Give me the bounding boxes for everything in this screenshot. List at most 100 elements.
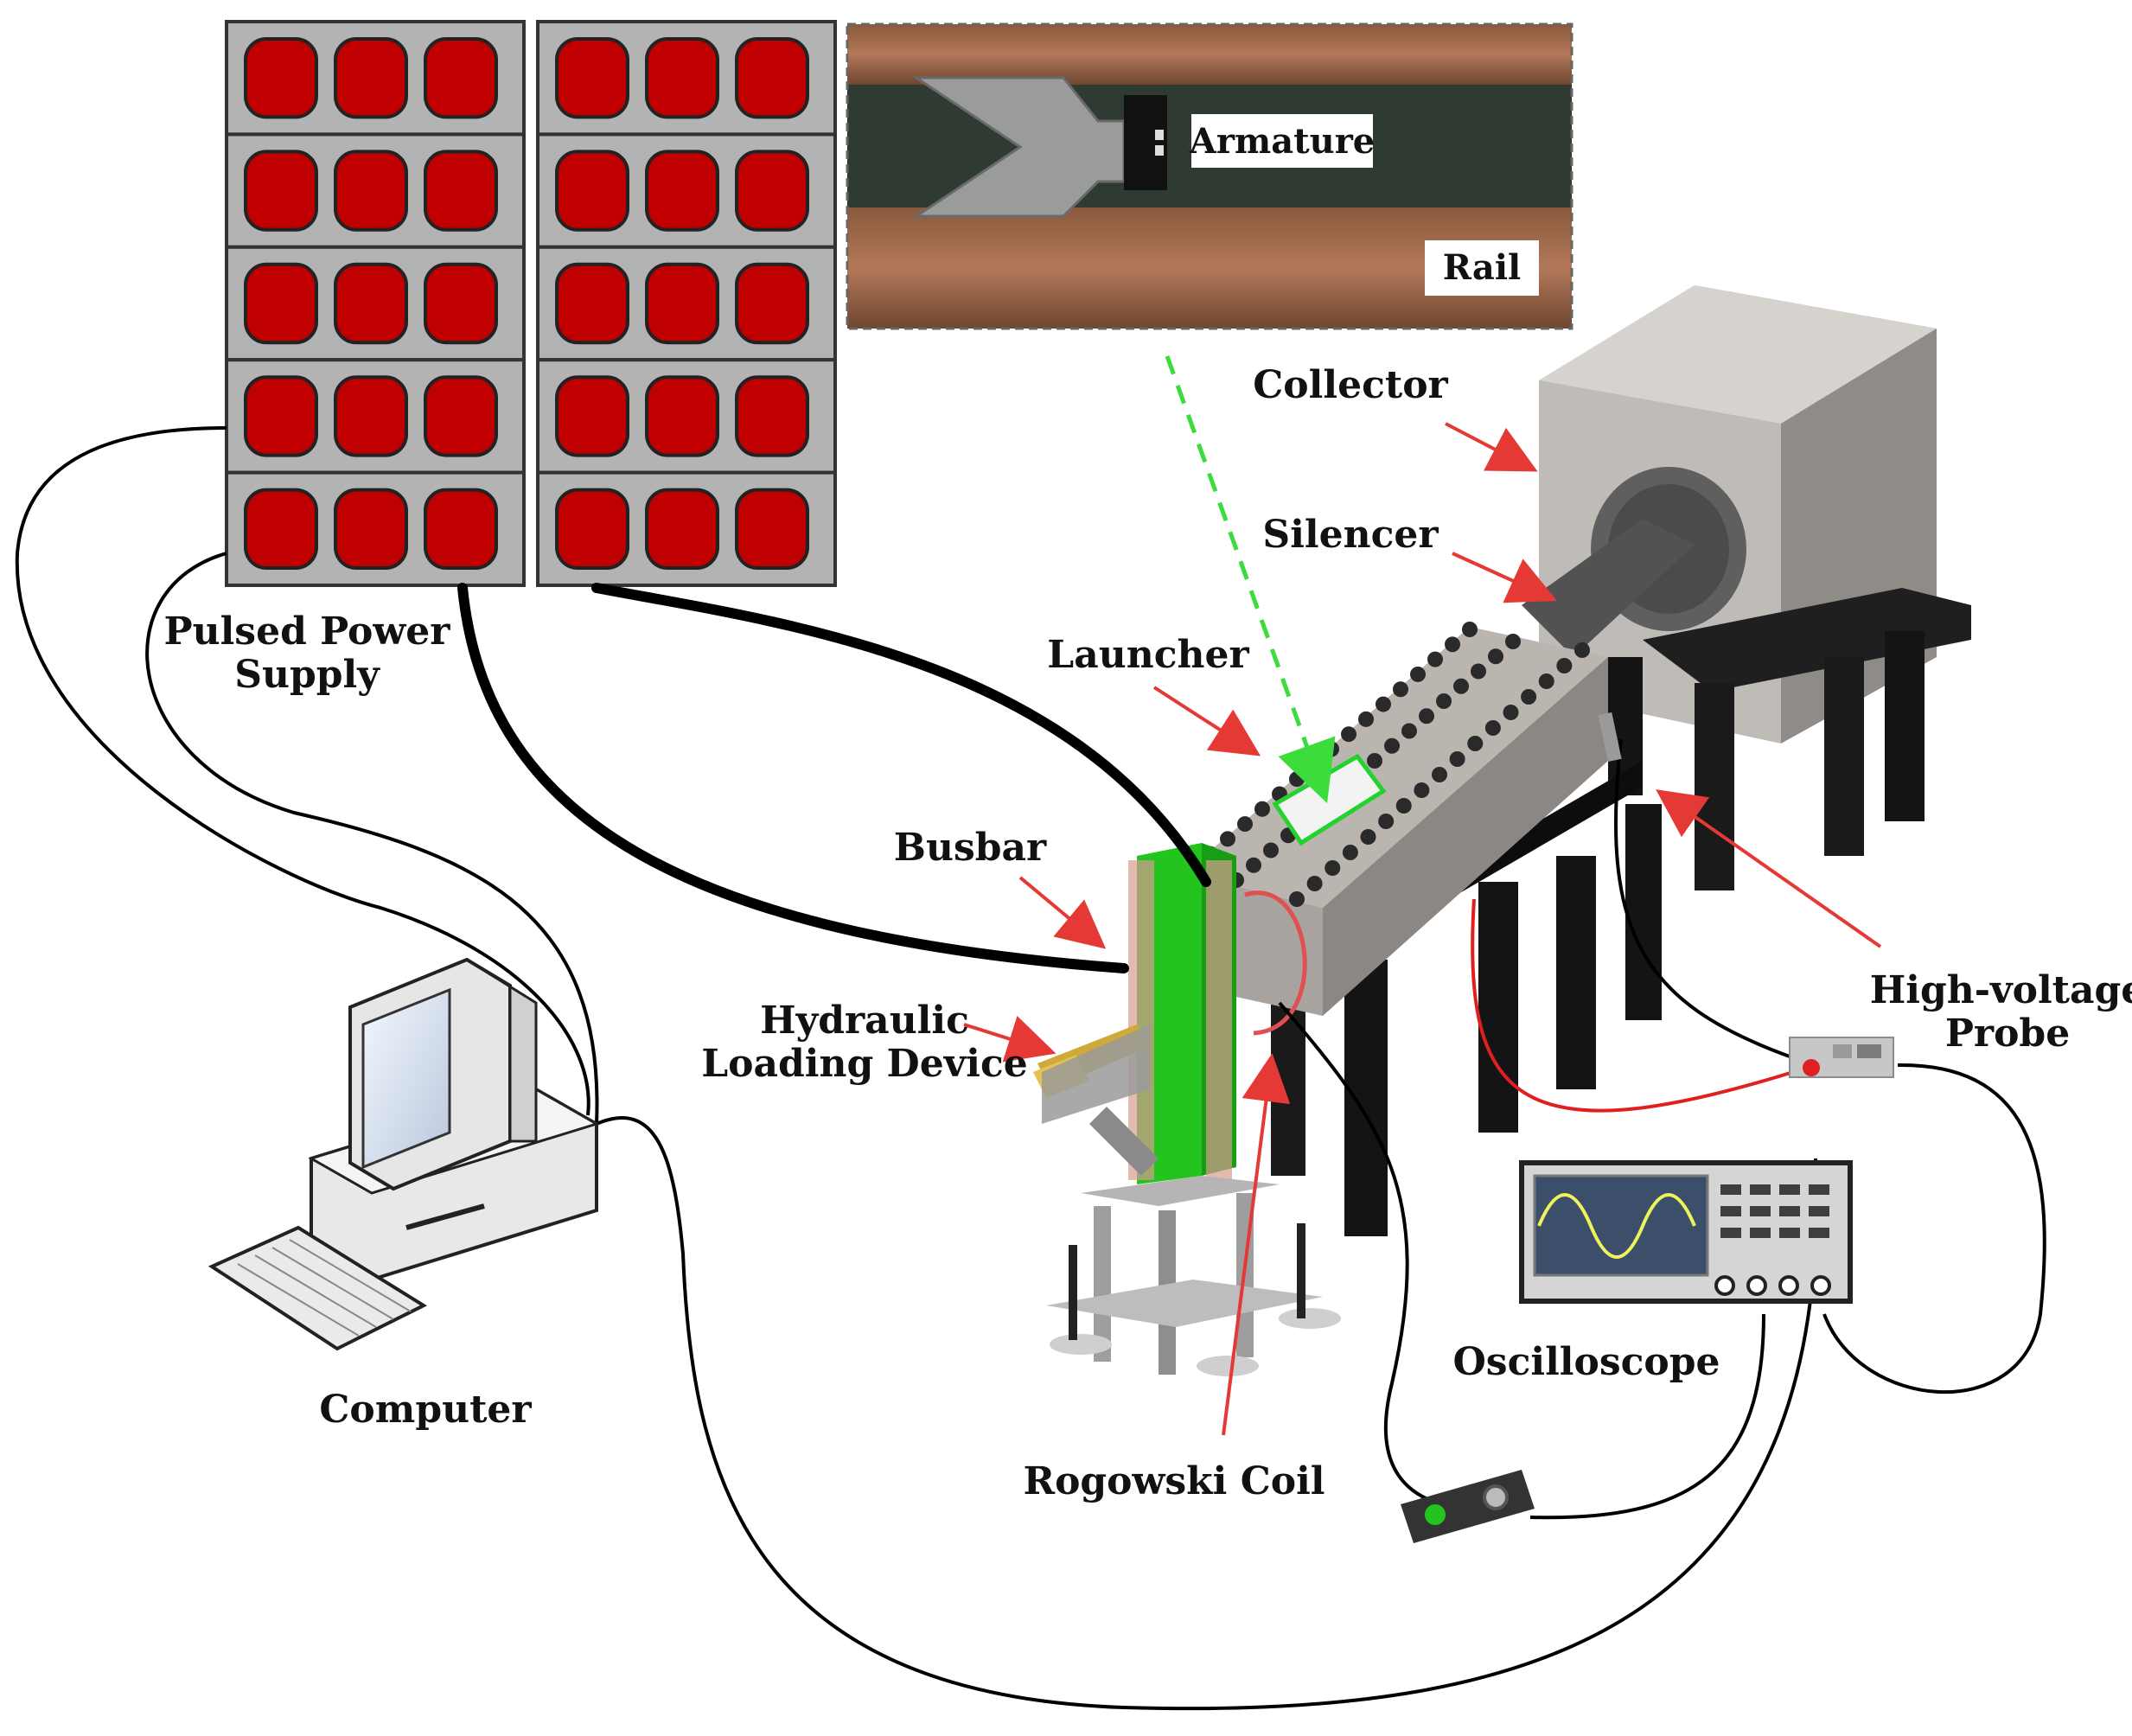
capacitor-cell-icon	[424, 37, 498, 119]
pointer-arrows	[963, 422, 1882, 1436]
label-hv-probe-line1: High-voltage	[1870, 968, 2132, 1012]
hydraulic-loading-device	[1033, 1024, 1159, 1176]
capacitor-cell-icon	[424, 150, 498, 232]
bolt-icon	[1367, 753, 1382, 769]
capacitor-cell-icon	[555, 150, 629, 232]
label-collector: Collector	[1253, 363, 1448, 407]
capacitor-cell-icon	[645, 37, 719, 119]
capacitor-cell-icon	[735, 375, 809, 457]
bolt-icon	[1538, 673, 1554, 689]
capacitor-cell-icon	[735, 488, 809, 570]
bolt-icon	[1401, 723, 1417, 739]
label-silencer: Silencer	[1262, 513, 1439, 557]
oscilloscope-buttons	[1720, 1184, 1829, 1238]
capacitor-cell-icon	[555, 262, 629, 345]
bolt-icon	[1471, 663, 1486, 680]
capacitor-cell-icon	[424, 375, 498, 457]
rogowski-coil-loop	[1244, 890, 1307, 1036]
bolt-icon	[1378, 814, 1395, 829]
labels: Collector Silencer Launcher Busbar Hydra…	[164, 363, 2132, 1503]
capacitor-cell-icon	[244, 375, 318, 457]
capacitor-cell-icon	[244, 262, 318, 345]
bolt-icon	[1574, 642, 1590, 658]
loading-stand	[1046, 1176, 1341, 1376]
capacitor-cell-icon	[424, 488, 498, 570]
bolt-icon	[1521, 689, 1537, 705]
bolt-icon	[1360, 829, 1376, 845]
bolt-icon	[1289, 771, 1305, 788]
label-hydraulic-line1: Hydraulic	[760, 999, 969, 1043]
capacitor-cell-icon	[555, 37, 629, 119]
bolt-icon	[1342, 845, 1358, 860]
label-launcher: Launcher	[1047, 633, 1249, 677]
pulsed-power-supply	[225, 20, 837, 587]
silencer	[1522, 467, 1746, 657]
capacitor-cell-icon	[735, 150, 809, 232]
capacitor-cell-icon	[555, 375, 629, 457]
capacitor-cell-icon	[735, 37, 809, 119]
bolt-icon	[1505, 634, 1521, 649]
capacitor-cell-icon	[244, 150, 318, 232]
bolt-icon	[1341, 726, 1356, 743]
arrow-rogowski	[1222, 1053, 1291, 1436]
bolt-icon	[1325, 860, 1341, 876]
bolt-icon	[1289, 891, 1305, 907]
oscilloscope-icon	[1519, 1160, 1853, 1304]
bolt-icon	[1503, 705, 1519, 720]
label-rogowski-coil: Rogowski Coil	[1024, 1459, 1325, 1503]
capacitor-cell-icon	[555, 488, 629, 570]
bolt-icon	[1462, 622, 1478, 637]
label-computer: Computer	[319, 1388, 532, 1432]
busbar	[1128, 843, 1236, 1184]
detail-pointer-dashed	[1165, 355, 1336, 804]
label-armature: Armature	[1189, 121, 1375, 162]
capacitor-cell-icon	[244, 488, 318, 570]
arrow-hv-probe	[1656, 789, 1882, 948]
label-busbar: Busbar	[894, 826, 1047, 870]
bolt-icon	[1427, 651, 1443, 667]
capacitor-cell-icon	[334, 37, 408, 119]
capacitor-cell-icon	[334, 375, 408, 457]
arrow-silencer	[1452, 552, 1557, 603]
bolt-icon	[1306, 876, 1323, 891]
bolt-icon	[1414, 782, 1430, 798]
capacitor-cell-icon	[424, 262, 498, 345]
label-pulsed-power-line2: Supply	[234, 653, 380, 697]
bolt-icon	[1254, 801, 1270, 817]
bolt-icon	[1453, 678, 1469, 694]
signal-cables	[1278, 738, 2046, 1520]
high-voltage-probe-icon	[1789, 1037, 1894, 1078]
bolt-icon	[1246, 857, 1261, 873]
bolt-icon	[1410, 666, 1426, 682]
capacitor-cell-icon	[645, 262, 719, 345]
label-hv-probe-line2: Probe	[1945, 1012, 2070, 1056]
high-voltage-probe-clip-icon	[1598, 712, 1622, 763]
bolt-icon	[1263, 842, 1279, 858]
bolt-icon	[1393, 681, 1408, 698]
bolt-icon	[1449, 751, 1465, 767]
capacitor-cell-icon	[334, 150, 408, 232]
capacitor-cell-icon	[334, 262, 408, 345]
capacitor-cell-icon	[645, 150, 719, 232]
bolt-icon	[1358, 711, 1374, 727]
arrow-launcher	[1152, 686, 1261, 756]
capacitor-cell-icon	[334, 488, 408, 570]
signal-integrator-box-icon	[1401, 1470, 1535, 1543]
armature-shape-icon	[912, 76, 1126, 218]
computer-cables	[15, 426, 1818, 1711]
bolt-icon	[1384, 737, 1400, 754]
bolt-icon	[1220, 831, 1235, 847]
arrow-busbar	[1018, 876, 1107, 949]
bolt-icon	[1237, 816, 1253, 833]
capacitor-cell-icon	[735, 262, 809, 345]
label-pulsed-power-line1: Pulsed Power	[164, 610, 451, 654]
desktop-computer-icon	[207, 957, 600, 1351]
oscilloscope-channel-connectors	[1714, 1275, 1831, 1296]
label-oscilloscope: Oscilloscope	[1452, 1340, 1720, 1384]
bolt-icon	[1324, 741, 1339, 757]
label-rail: Rail	[1443, 247, 1521, 288]
bolt-icon	[1445, 636, 1460, 653]
bolt-icon	[1432, 767, 1447, 782]
